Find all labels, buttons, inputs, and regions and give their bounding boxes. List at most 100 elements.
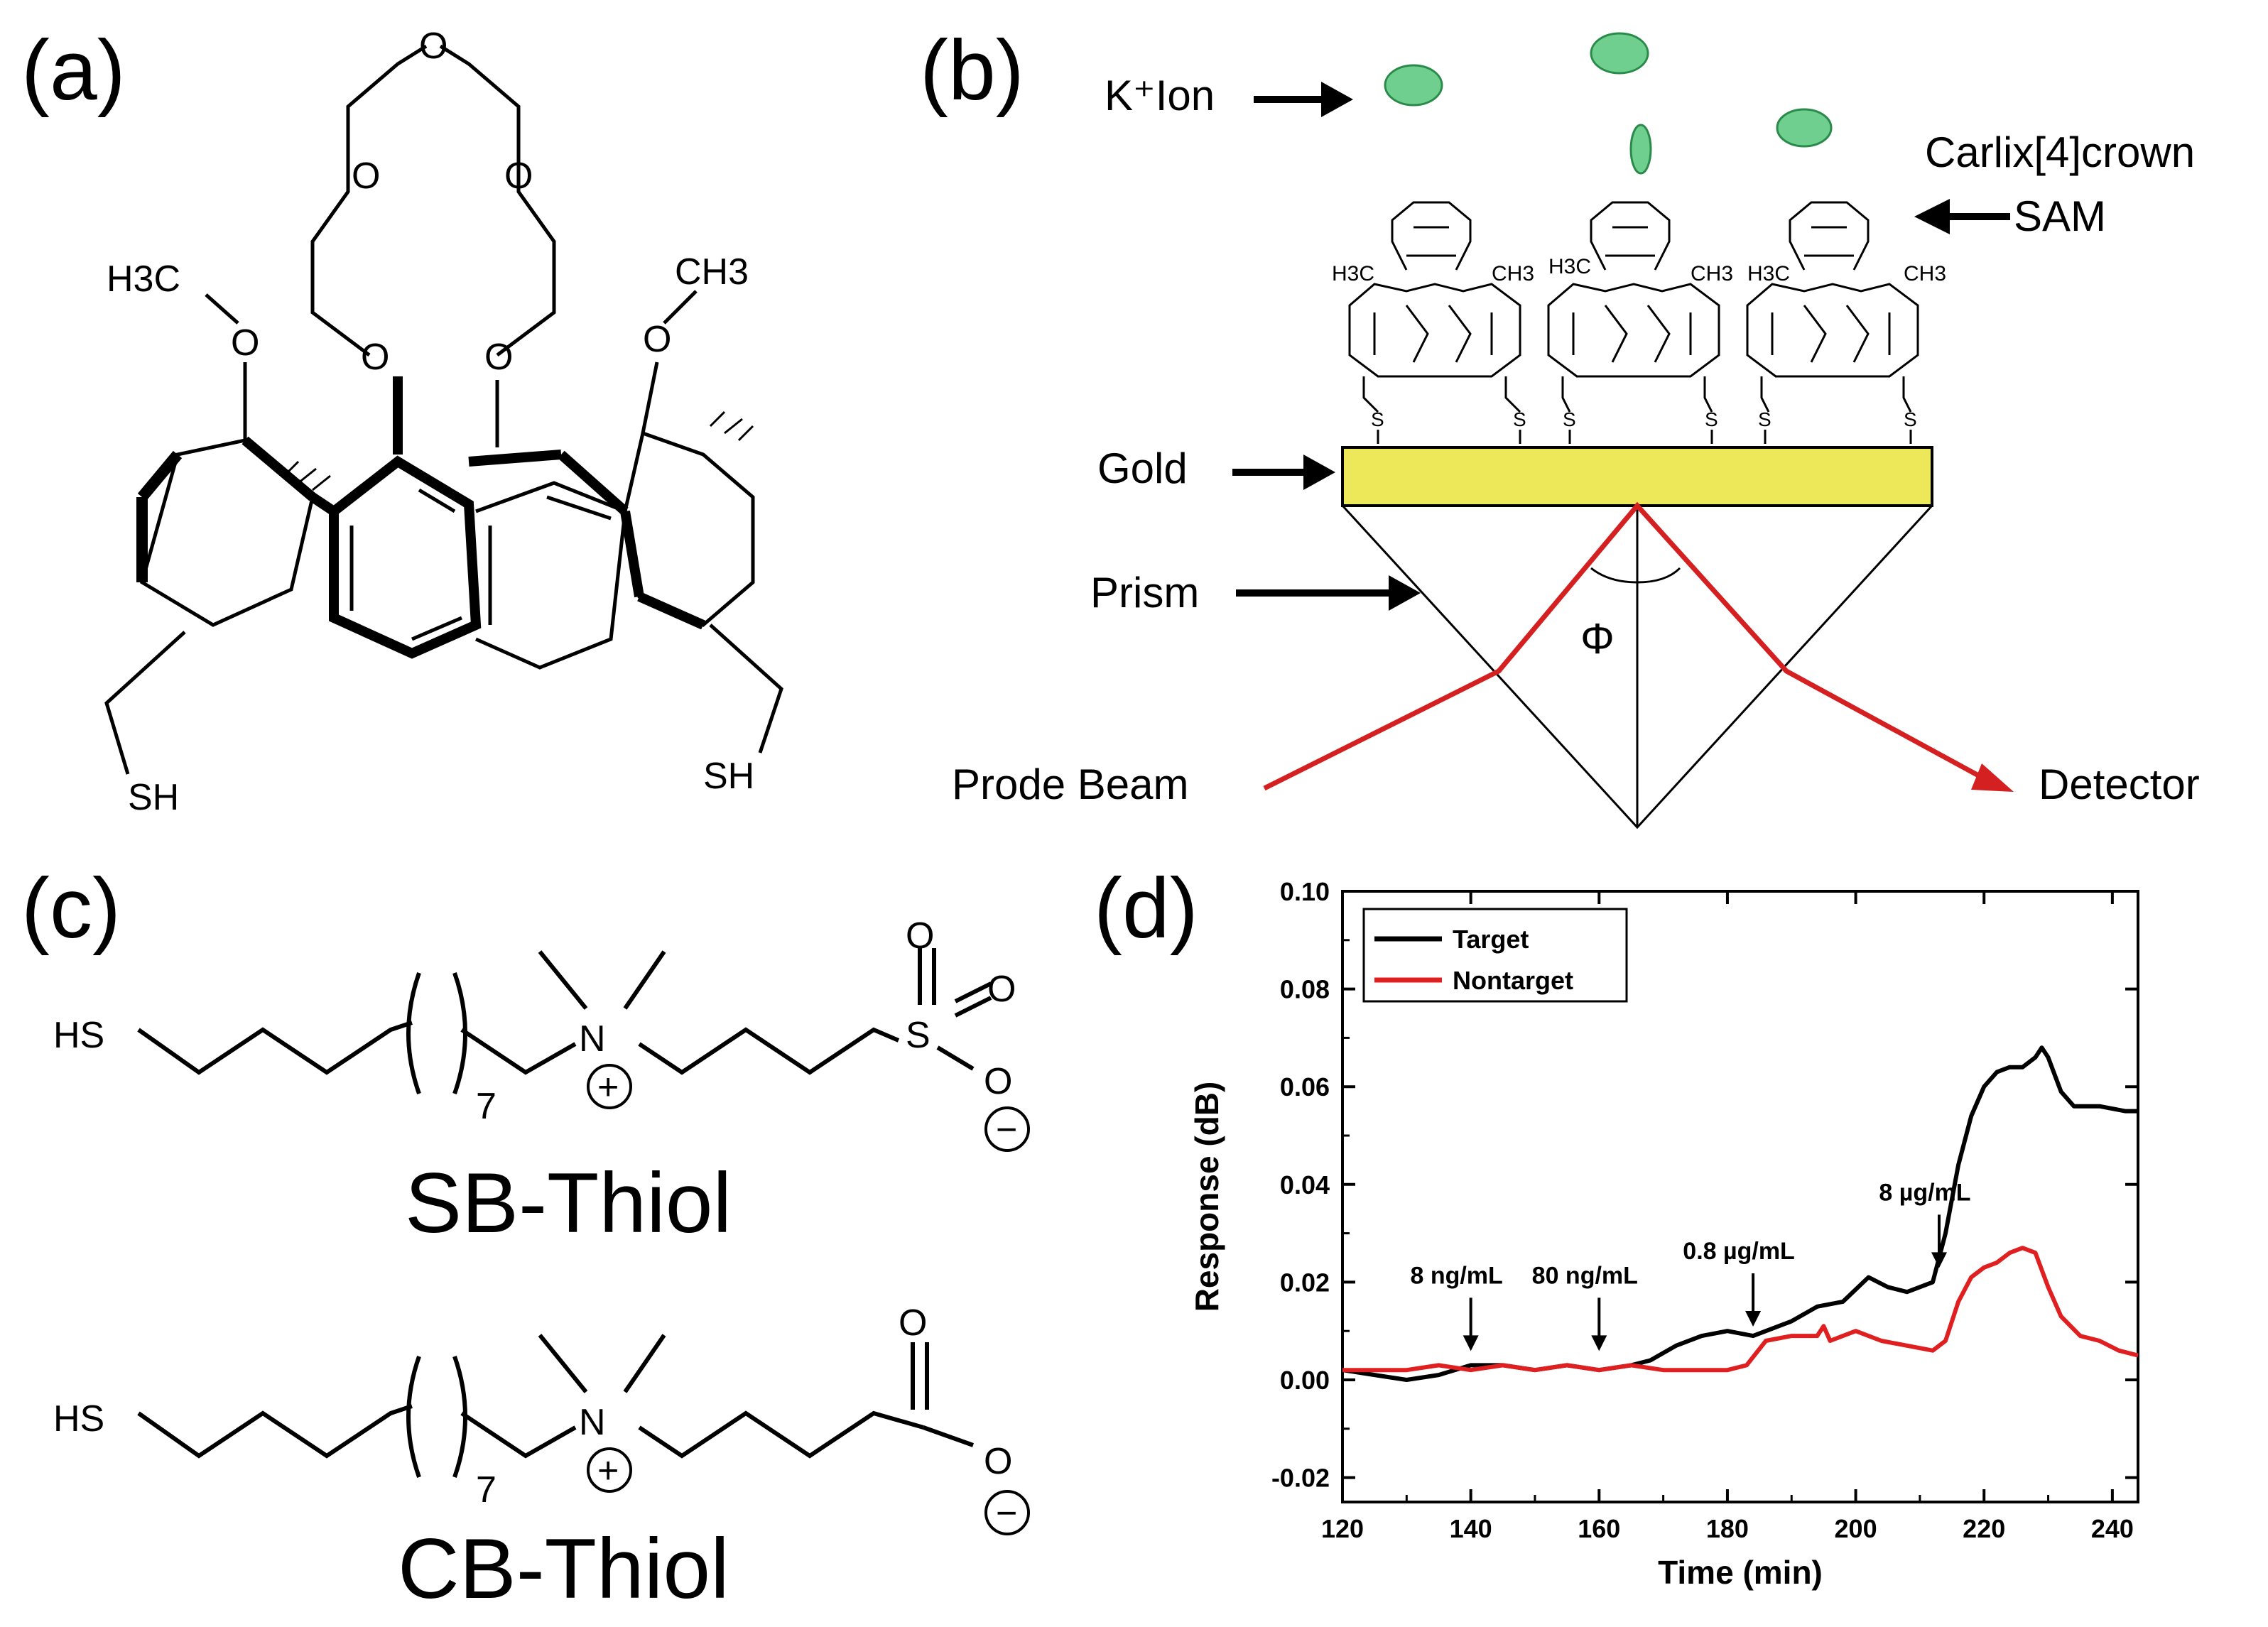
- crown-oxygen-left: O: [352, 156, 380, 197]
- methoxy-bonds: [205, 290, 698, 440]
- mini-methyl: CH3: [1904, 262, 1946, 285]
- annotation-arrowhead: [1745, 1310, 1762, 1327]
- sb-oxygen-bottom: O: [984, 1061, 1012, 1102]
- annotation-arrowhead: [1931, 1252, 1947, 1268]
- crown-oxygen-lower-right: O: [484, 337, 513, 378]
- panel-a: (a) O O O O O H3C CH3 O O: [21, 23, 783, 818]
- cb-subscript: 7: [476, 1469, 497, 1511]
- series-line-nontarget: [1342, 1246, 2139, 1373]
- cb-thiol-structure: [137, 1334, 1030, 1535]
- sb-oxygen-right: O: [987, 969, 1016, 1010]
- plot-frame: [1341, 890, 2139, 1503]
- thiol-right: SH: [703, 756, 754, 797]
- sb-nitrogen: N: [579, 1018, 606, 1060]
- angle-label: Φ: [1580, 615, 1615, 663]
- y-tick-label: 0.02: [1280, 1268, 1330, 1297]
- ion: [1629, 124, 1652, 175]
- sam-arrow: [1914, 199, 2010, 234]
- sb-minus: −: [996, 1109, 1017, 1150]
- annotation-label: 80 ng/mL: [1532, 1262, 1638, 1289]
- mini-sulfur: S: [1371, 408, 1384, 430]
- x-axis-label: Time (min): [1658, 1554, 1823, 1591]
- y-tick-label: -0.02: [1271, 1464, 1330, 1493]
- cb-oxygen-top: O: [899, 1302, 927, 1344]
- y-tick-label: 0.04: [1280, 1170, 1330, 1199]
- cb-minus: −: [996, 1493, 1017, 1534]
- prism-label: Prism: [1090, 569, 1199, 616]
- crown-oxygen-right: O: [504, 156, 533, 197]
- sb-subscript: 7: [476, 1086, 497, 1127]
- gold-layer: [1341, 446, 1933, 507]
- panel-b-label: (b): [920, 23, 1024, 118]
- sb-thiol-name: SB-Thiol: [405, 1155, 732, 1251]
- methyl-right: CH3: [675, 251, 749, 293]
- mini-methyl: H3C: [1747, 262, 1790, 285]
- sam-molecule-3: [1746, 201, 1919, 413]
- sam-molecule-1: [1348, 201, 1521, 413]
- calixarene-core: [104, 376, 783, 775]
- crown-oxygen-lower-left: O: [361, 337, 389, 378]
- legend-entry: Nontarget: [1453, 966, 1573, 995]
- x-tick-label: 200: [1835, 1514, 1877, 1543]
- probe-beam-label: Prode Beam: [952, 761, 1189, 808]
- mini-methyl: CH3: [1492, 262, 1534, 285]
- ion: [1384, 64, 1443, 107]
- k-ion-arrow: [1254, 82, 1353, 117]
- mini-methyl: H3C: [1548, 255, 1591, 278]
- sb-sulfur: S: [906, 1015, 930, 1056]
- annotation-arrowhead: [1591, 1335, 1607, 1351]
- gold-arrow: [1232, 455, 1335, 490]
- x-tick-label: 120: [1321, 1514, 1364, 1543]
- crown-oxygen-top: O: [419, 26, 447, 67]
- series-line-target: [1342, 1045, 2138, 1382]
- panel-b: (b) K⁺Ion Carlix[4]crown SAM: [920, 23, 2200, 829]
- panel-c: (c) HS 7 N + S O O O − SB-Thiol: [21, 861, 1030, 1616]
- annotation-label: 8 µg/mL: [1879, 1179, 1970, 1206]
- panel-c-label: (c): [21, 861, 121, 956]
- sb-hs: HS: [53, 1015, 104, 1056]
- cb-nitrogen: N: [579, 1402, 606, 1443]
- gold-label: Gold: [1097, 445, 1188, 492]
- thiol-left: SH: [128, 777, 179, 818]
- mini-sulfur: S: [1705, 408, 1718, 430]
- sam-anchor-lines: [1377, 430, 1912, 444]
- panel-a-label: (a): [21, 23, 126, 118]
- legend-entry: Target: [1453, 925, 1529, 954]
- mini-sulfur: S: [1513, 408, 1526, 430]
- y-tick-label: 0.00: [1280, 1366, 1330, 1395]
- x-tick-label: 160: [1578, 1514, 1620, 1543]
- mini-methyl: H3C: [1332, 262, 1374, 285]
- cb-oxygen-right: O: [984, 1441, 1012, 1482]
- mini-methyl: CH3: [1691, 262, 1733, 285]
- sam-sulfur-labels: S S S S S S: [1371, 408, 1917, 430]
- y-axis-label: Response (dB): [1188, 1082, 1225, 1312]
- x-tick-label: 180: [1706, 1514, 1749, 1543]
- annotation-label: 0.8 µg/mL: [1683, 1238, 1795, 1265]
- methyl-left: H3C: [107, 259, 180, 300]
- panel-d-label: (d): [1094, 861, 1198, 956]
- crown-ether-ring: [310, 44, 556, 357]
- cb-plus: +: [597, 1450, 619, 1491]
- cb-hs: HS: [53, 1398, 104, 1440]
- x-tick-label: 220: [1963, 1514, 2005, 1543]
- ion: [1776, 108, 1833, 148]
- sb-oxygen-top: O: [906, 915, 934, 957]
- sam-label-line2: SAM: [2014, 192, 2106, 240]
- sb-plus: +: [597, 1067, 619, 1108]
- potassium-ions: [1384, 32, 1833, 175]
- mini-sulfur: S: [1563, 408, 1576, 430]
- x-tick-label: 140: [1450, 1514, 1492, 1543]
- annotation-label: 8 ng/mL: [1410, 1262, 1502, 1289]
- ion: [1590, 32, 1649, 75]
- annotation-arrowhead: [1463, 1335, 1479, 1351]
- detector-arrowhead: [1971, 763, 2014, 792]
- sb-thiol-structure: [137, 948, 1030, 1152]
- y-tick-label: 0.06: [1280, 1072, 1330, 1101]
- methoxy-oxygen-right: O: [643, 319, 671, 360]
- methoxy-oxygen-left: O: [231, 322, 259, 364]
- y-tick-label: 0.08: [1280, 975, 1330, 1004]
- sam-label-line1: Carlix[4]crown: [1925, 129, 2195, 176]
